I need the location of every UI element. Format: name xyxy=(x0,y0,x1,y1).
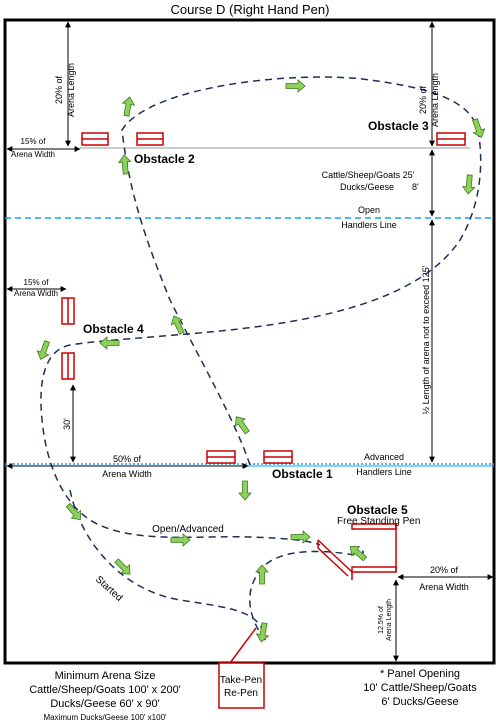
take-pen-gate xyxy=(229,627,257,664)
dim-label-left-mid-1: 15% of xyxy=(24,278,50,287)
footer-minimum-title: Minimum Arena Size xyxy=(55,670,156,682)
open-advanced-label: Open/Advanced xyxy=(152,524,224,535)
dim-label-top-right-2: Arena Length xyxy=(430,73,440,127)
path-segment-fetch xyxy=(121,76,479,466)
dim-label-ducks-value: 8' xyxy=(412,182,419,192)
footer-minimum-line1: Cattle/Sheep/Goats 100' x 200' xyxy=(29,684,181,696)
footer-panel-title: * Panel Opening xyxy=(380,668,460,680)
direction-arrow xyxy=(254,621,271,644)
dim-label-left-top-2: Arena Width xyxy=(11,150,55,159)
started-label: Started xyxy=(93,574,124,604)
direction-arrow xyxy=(167,313,188,337)
dim-label-fifty-2: Arena Width xyxy=(102,469,152,479)
dim-label-thirty: 30' xyxy=(62,418,72,430)
footer-minimum-line2: Ducks/Geese 60' x 90' xyxy=(50,698,159,710)
obstacle-4-panels xyxy=(61,297,75,380)
direction-arrow xyxy=(468,117,488,140)
footer-panel-line1: 10' Cattle/Sheep/Goats xyxy=(363,682,477,694)
take-pen-label-2: Re-Pen xyxy=(224,688,258,699)
advanced-handlers-label-1: Advanced xyxy=(364,452,404,462)
direction-arrow xyxy=(99,336,120,350)
obstacle-5-pen xyxy=(317,523,397,580)
dim-label-twelve-1: 12.5% of xyxy=(378,606,385,634)
direction-arrow xyxy=(238,480,252,501)
dim-label-left-top-1: 15% of xyxy=(21,137,47,146)
free-standing-pen-label: Free Standing Pen xyxy=(337,516,420,527)
direction-arrow xyxy=(346,541,370,564)
dim-label-twenty-width-2: Arena Width xyxy=(419,582,469,592)
direction-arrow xyxy=(285,79,306,93)
advanced-handlers-label-2: Handlers Line xyxy=(356,467,412,477)
dim-label-top-right-1: 20% of xyxy=(418,85,428,114)
open-handlers-label-1: Open xyxy=(358,205,380,215)
dim-label-cattle: Cattle/Sheep/Goats 25' xyxy=(322,170,415,180)
obstacle-1-panels xyxy=(206,450,293,464)
open-handlers-label-2: Handlers Line xyxy=(341,220,397,230)
obstacle-3-label: Obstacle 3 xyxy=(368,119,429,133)
direction-arrow xyxy=(117,154,133,175)
take-pen-label-1: Take-Pen xyxy=(220,675,262,686)
dim-label-ducks: Ducks/Geese xyxy=(340,182,394,192)
dim-label-left-mid-2: Arena Width xyxy=(14,289,58,298)
dim-label-fifty-1: 50% of xyxy=(113,454,142,464)
direction-arrow xyxy=(461,174,477,195)
obstacle-1-label: Obstacle 1 xyxy=(272,467,333,481)
dim-label-twenty-width-1: 20% of xyxy=(430,565,459,575)
direction-arrow xyxy=(170,533,191,547)
dim-label-half-length: ½ Length of arena not to exceed 125' xyxy=(421,265,431,414)
dim-label-twelve-2: Arena Length xyxy=(386,599,393,641)
obstacle-4-label: Obstacle 4 xyxy=(83,322,144,336)
path-segment-started xyxy=(69,489,266,641)
direction-arrow xyxy=(120,95,137,118)
direction-arrow xyxy=(255,564,269,585)
page-title: Course D (Right Hand Pen) xyxy=(171,2,330,17)
obstacle-3-panels xyxy=(436,132,466,146)
take-pen-box xyxy=(218,662,265,709)
dim-label-top-left-2: Arena Length xyxy=(66,63,76,117)
direction-arrow xyxy=(230,412,253,437)
footer-maximum: Maximum Ducks/Geese 100' x100' xyxy=(43,713,167,722)
footer-panel-line2: 6' Ducks/Geese xyxy=(381,696,458,708)
obstacle-2-panels xyxy=(81,132,164,146)
obstacle-2-label: Obstacle 2 xyxy=(134,152,195,166)
obstacle-5-label: Obstacle 5 xyxy=(347,503,408,517)
dim-label-top-left-1: 20% of xyxy=(54,75,64,104)
